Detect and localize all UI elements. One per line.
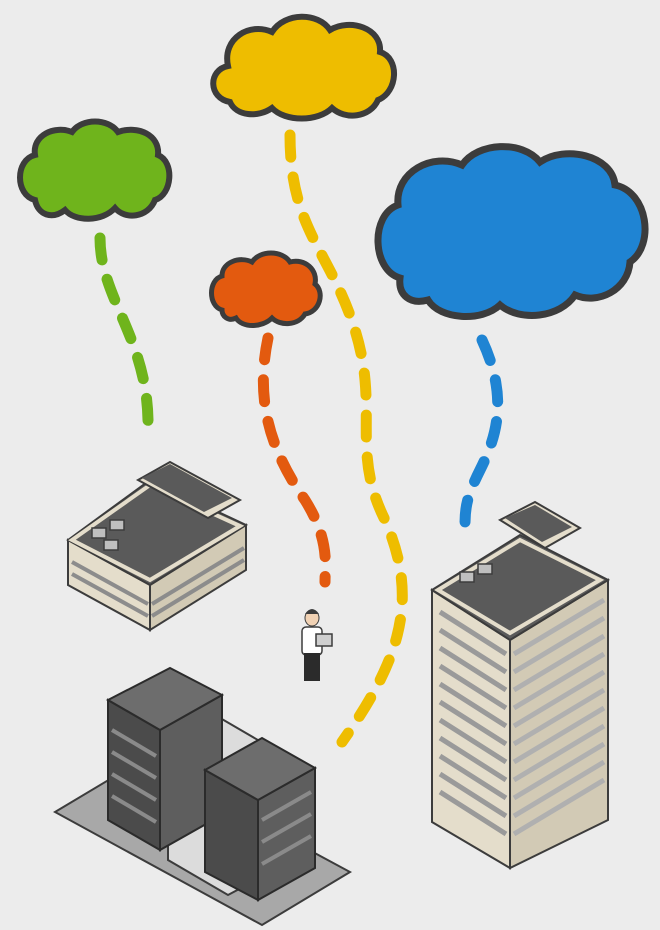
blue-cloud [374,143,649,320]
blue-cloud-shape [374,143,649,320]
tower-hvac-units [459,563,493,583]
tower-rooftop-structure-top [505,505,572,542]
small-office-building [66,460,249,632]
dark-office-complex [52,666,353,927]
right-dark-block [202,736,318,902]
tower-window-bands-left [438,609,508,837]
blue-connection-line [459,334,504,534]
yellow-connection-line [284,129,408,748]
tower-roof-rim [434,537,605,636]
right-block-roof [202,736,318,802]
orange-connection-line [257,332,331,588]
businessman-legs [304,653,320,681]
green-connection-line [94,232,154,436]
yellow-cloud [210,13,397,122]
orange-cloud-shape [209,250,323,328]
tower-window-bands-right [512,597,606,837]
green-cloud [17,118,173,222]
office-tower [430,500,611,870]
orange-cloud [209,250,323,328]
right-block-window-bands [261,790,312,866]
businessman-hair [305,609,319,614]
small-office-hvac-units [91,519,125,551]
green-cloud-shape [17,118,173,222]
small-office-roof-rim [68,482,245,583]
left-block-roof [105,666,225,732]
left-block-window-bands [110,728,158,824]
small-office-stair-roof [142,464,232,512]
small-office-window-bands [71,546,246,618]
yellow-cloud-shape [210,13,397,122]
connection-lines [94,129,504,748]
businessman-figure [301,609,333,681]
laptop-icon [315,633,333,647]
